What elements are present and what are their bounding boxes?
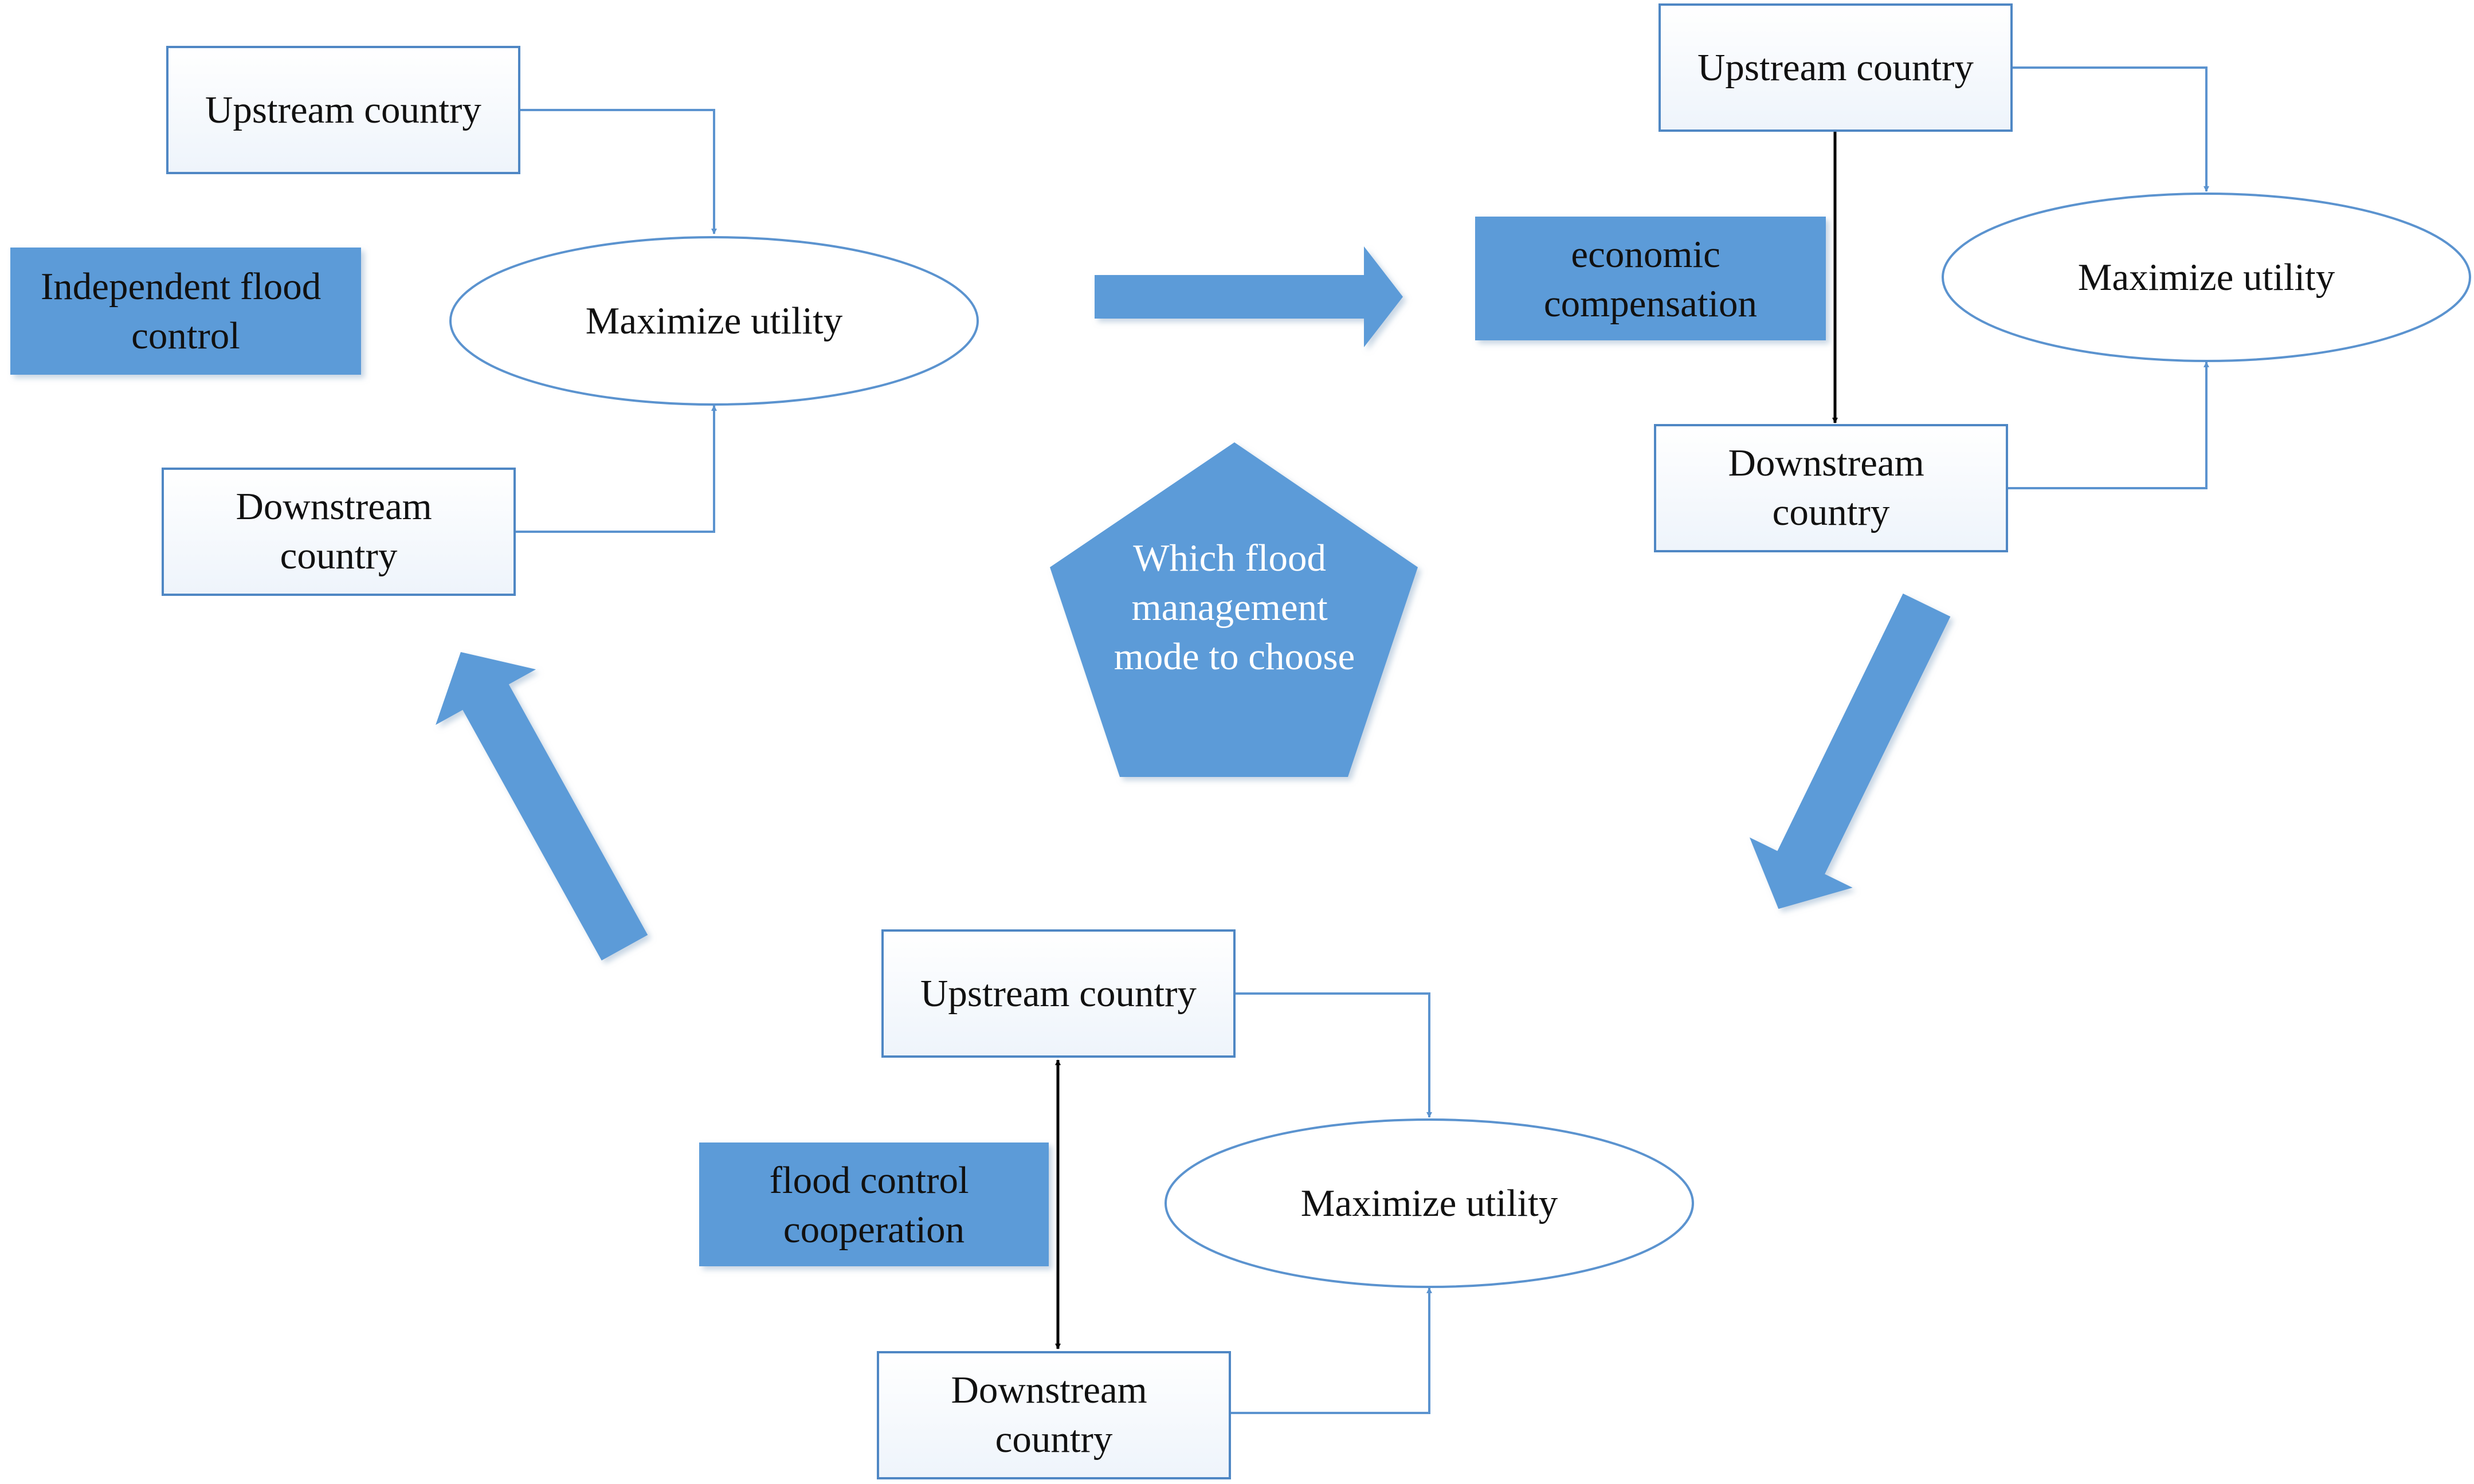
panel-cooperation: flood control cooperation Upstream count… bbox=[699, 929, 1694, 1479]
downstream-country-box bbox=[162, 468, 516, 596]
maximize-utility-ellipse bbox=[1942, 193, 2471, 362]
cycle-arrow-down-left bbox=[1749, 593, 1951, 909]
center-question-pentagon bbox=[1050, 442, 1418, 777]
mode-label-compensation: economic compensation bbox=[1544, 233, 1757, 325]
connector-downstream-to-utility bbox=[515, 405, 717, 533]
maximize-utility-label: Maximize utility bbox=[2078, 256, 2335, 299]
mode-box-cooperation bbox=[699, 1143, 1049, 1266]
mode-box-compensation bbox=[1475, 217, 1826, 340]
upstream-country-box bbox=[881, 929, 1236, 1058]
downstream-country-label: Downstream country bbox=[1728, 442, 1934, 533]
downstream-country-box bbox=[1654, 424, 2008, 552]
maximize-utility-label: Maximize utility bbox=[1301, 1182, 1558, 1224]
connector-downstream-to-utility bbox=[1230, 1287, 1432, 1414]
maximize-utility-ellipse bbox=[449, 236, 979, 406]
maximize-utility-label: Maximize utility bbox=[586, 300, 843, 342]
panel-independent: Independent flood control Upstream count… bbox=[10, 46, 979, 596]
mode-label-independent: Independent flood control bbox=[41, 265, 331, 357]
upstream-country-label: Upstream country bbox=[920, 972, 1197, 1015]
panel-compensation: economic compensation Upstream country M… bbox=[1475, 3, 2471, 552]
mode-label-cooperation: flood control cooperation bbox=[770, 1159, 979, 1251]
downstream-country-label: Downstream country bbox=[236, 485, 441, 577]
center-question-label: Which flood management mode to choose bbox=[1114, 537, 1355, 678]
connector-downstream-to-utility bbox=[2007, 362, 2209, 489]
connector-upstream-to-utility bbox=[1234, 992, 1432, 1118]
upstream-country-label: Upstream country bbox=[1697, 46, 1974, 89]
mode-label-line: control bbox=[131, 315, 240, 357]
connector-upstream-to-utility bbox=[519, 109, 717, 234]
downstream-country-label: Downstream country bbox=[951, 1369, 1156, 1461]
connector-upstream-to-utility bbox=[2012, 66, 2209, 192]
upstream-country-box bbox=[1659, 3, 2013, 132]
cycle-arrow-right bbox=[1095, 246, 1403, 347]
upstream-country-box bbox=[166, 46, 520, 174]
mode-label-line: Independent flood bbox=[41, 265, 321, 308]
upstream-country-label: Upstream country bbox=[205, 89, 481, 131]
downstream-country-box bbox=[877, 1351, 1231, 1479]
cycle-arrow-up-left bbox=[436, 651, 648, 961]
maximize-utility-ellipse bbox=[1165, 1118, 1694, 1288]
mode-box-independent bbox=[10, 248, 361, 375]
